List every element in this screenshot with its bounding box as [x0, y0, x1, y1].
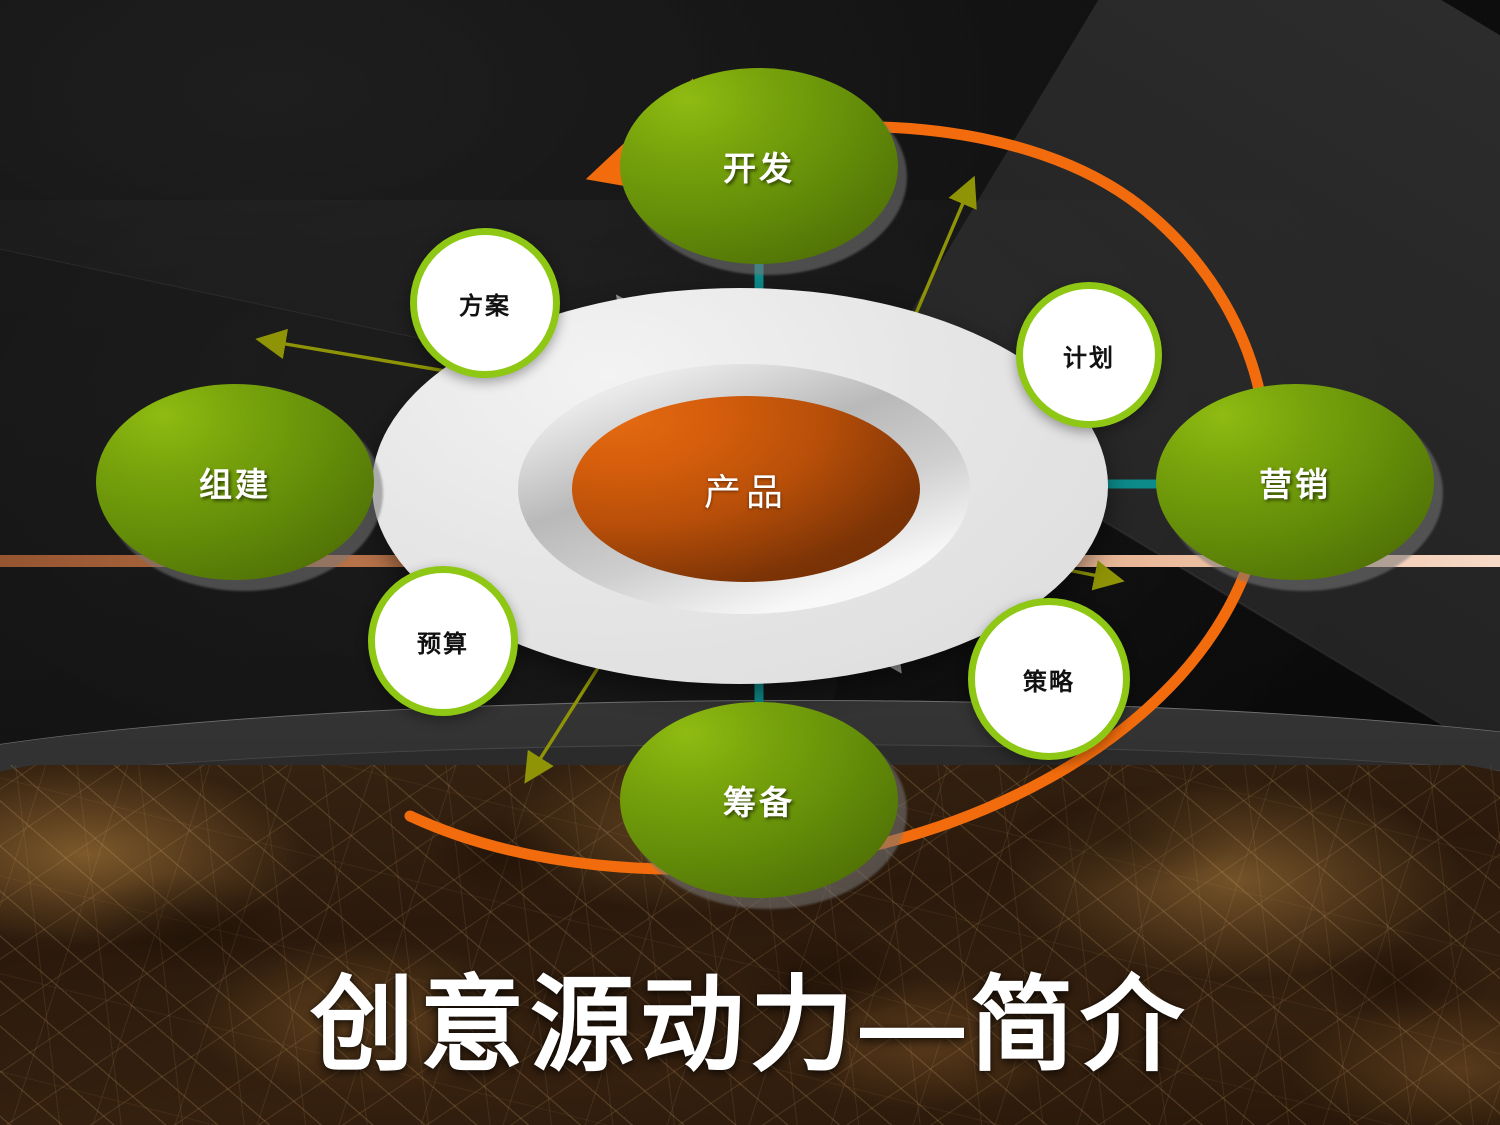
bubble-budget[interactable]: 预算	[368, 566, 518, 716]
node-marketing[interactable]: 营销	[1156, 384, 1443, 591]
node-preparation[interactable]: 筹备	[620, 702, 907, 909]
bubble-strategy[interactable]: 策略	[968, 598, 1130, 760]
node-body	[96, 384, 374, 580]
node-label-marketing: 营销	[1259, 466, 1331, 503]
node-team-build[interactable]: 组建	[96, 384, 383, 591]
bubble-label-plan: 计划	[1063, 344, 1115, 372]
product-core[interactable]: 产品	[572, 396, 920, 582]
page-title: 创意源动力—简介	[309, 968, 1190, 1084]
node-label-team-build: 组建	[199, 466, 271, 503]
node-body	[620, 702, 898, 898]
bubble-plan[interactable]: 计划	[1016, 282, 1162, 428]
product-core-label: 产品	[704, 472, 788, 513]
bubble-scheme[interactable]: 方案	[410, 228, 560, 378]
node-development[interactable]: 开发	[620, 68, 907, 275]
node-body	[1156, 384, 1434, 580]
bubble-label-budget: 预算	[417, 630, 469, 658]
bubble-label-strategy: 策略	[1023, 668, 1075, 696]
node-label-preparation: 筹备	[723, 784, 795, 821]
node-label-development: 开发	[723, 150, 795, 187]
bubble-label-scheme: 方案	[459, 292, 511, 320]
